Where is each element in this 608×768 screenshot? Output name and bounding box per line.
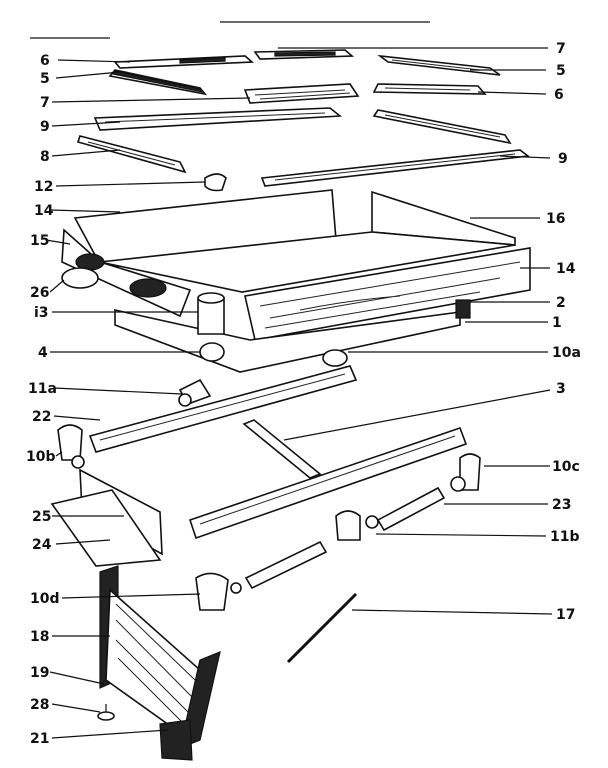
- support-11b: [335, 510, 379, 541]
- leg-cap-10a: [322, 349, 348, 367]
- pillar-13: [197, 292, 225, 335]
- rail-front: [188, 426, 468, 540]
- rail-7-top: [253, 49, 355, 60]
- label-10c: 10c: [552, 459, 580, 475]
- rail-6-right: [372, 83, 487, 95]
- bracket-2: [455, 299, 471, 319]
- label-7-top: 7: [556, 41, 566, 57]
- rail-9-right: [260, 149, 531, 187]
- rail-5-right: [377, 54, 501, 76]
- tube-lower: [244, 540, 328, 590]
- rail-22: [88, 365, 358, 453]
- label-22: 22: [32, 409, 51, 425]
- label-9-right: 9: [558, 151, 568, 167]
- label-10d: 10d: [30, 591, 60, 607]
- label-19: 19: [30, 665, 49, 681]
- crossbar-3: [242, 419, 322, 479]
- leg-casting-10d: [195, 572, 242, 611]
- rail-9-left: [93, 107, 343, 131]
- support-11a: [178, 378, 212, 407]
- label-21: 21: [30, 731, 49, 747]
- label-10a: 10a: [552, 345, 581, 361]
- label-4: 4: [38, 345, 48, 361]
- corner-piece-12: [204, 173, 227, 192]
- label-28: 28: [30, 697, 49, 713]
- label-8: 8: [40, 149, 50, 165]
- rail-6-left: [113, 55, 255, 69]
- leg-casting-10c: [450, 453, 481, 492]
- coupler-4: [199, 342, 225, 362]
- label-15: 15: [30, 233, 49, 249]
- label-11a: 11a: [28, 381, 57, 397]
- label-12: 12: [34, 179, 53, 195]
- label-16: 16: [546, 211, 565, 227]
- plate-24: [50, 489, 162, 567]
- pocket-26: [61, 267, 99, 289]
- label-24: 24: [32, 537, 52, 553]
- label-2: 2: [556, 295, 566, 311]
- rod-17: [286, 592, 358, 664]
- label-1: 1: [552, 315, 562, 331]
- label-5-left: 5: [40, 71, 50, 87]
- label-18: 18: [30, 629, 49, 645]
- label-14-top: 14: [34, 203, 54, 219]
- leader-lines: [45, 47, 553, 739]
- label-5-right: 5: [556, 63, 566, 79]
- label-11b: 11b: [550, 529, 580, 545]
- label-7-middle: 7: [40, 95, 50, 111]
- label-25: 25: [32, 509, 51, 525]
- rail-7-middle: [243, 83, 360, 104]
- foot-28: [97, 704, 115, 721]
- label-26: 26: [30, 285, 49, 301]
- rail-8: [76, 135, 187, 174]
- label-6-left: 6: [40, 53, 50, 69]
- tube-23: [376, 486, 446, 532]
- label-14-side: 14: [556, 261, 576, 277]
- leg-casting-10b: [57, 424, 85, 469]
- label-13: i3: [34, 305, 49, 321]
- table-frame: [61, 189, 531, 373]
- rail-9-right-upper: [372, 109, 512, 145]
- label-10b: 10b: [26, 449, 56, 465]
- rail-5-left: [108, 69, 208, 96]
- label-17: 17: [556, 607, 575, 623]
- label-9-left: 9: [40, 119, 50, 135]
- label-3: 3: [556, 381, 566, 397]
- label-23: 23: [552, 497, 571, 513]
- label-6-right: 6: [554, 87, 564, 103]
